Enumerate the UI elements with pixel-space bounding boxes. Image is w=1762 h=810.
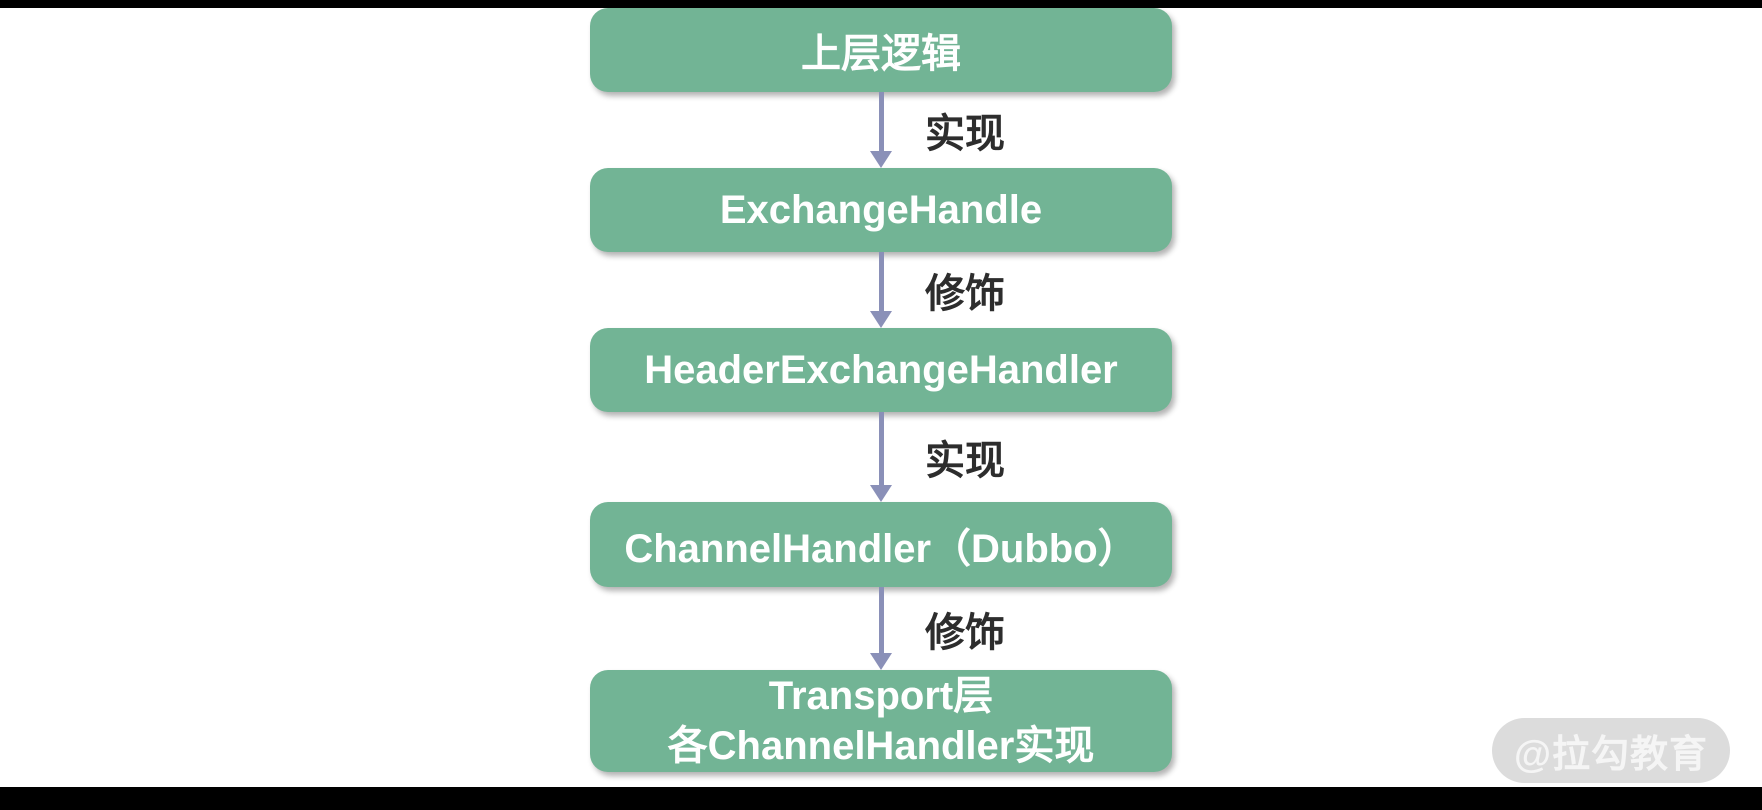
edge-label-decorate: 修饰 (925, 272, 1005, 316)
edge-label-implement: 实现 (925, 112, 1005, 156)
arrow-line (879, 587, 884, 654)
arrow-down-icon (870, 653, 892, 670)
arrow-down-icon (870, 311, 892, 328)
node-header-exchange-handler: HeaderExchangeHandler (590, 328, 1172, 412)
watermark-badge: @拉勾教育 (1492, 718, 1730, 783)
edge-label-decorate: 修饰 (925, 610, 1005, 655)
arrow-line (879, 412, 884, 486)
edge-label-implement: 实现 (925, 439, 1005, 483)
arrow-down-icon (870, 485, 892, 502)
arrow-down-icon (870, 151, 892, 168)
node-exchange-handle: ExchangeHandle (590, 168, 1172, 252)
node-transport-impl: Transport层 各ChannelHandler实现 (590, 670, 1172, 772)
arrow-line (879, 252, 884, 312)
node-upper-logic: 上层逻辑 (590, 8, 1172, 92)
node-channel-handler-dubbo: ChannelHandler（Dubbo） (590, 502, 1172, 587)
arrow-line (879, 92, 884, 152)
